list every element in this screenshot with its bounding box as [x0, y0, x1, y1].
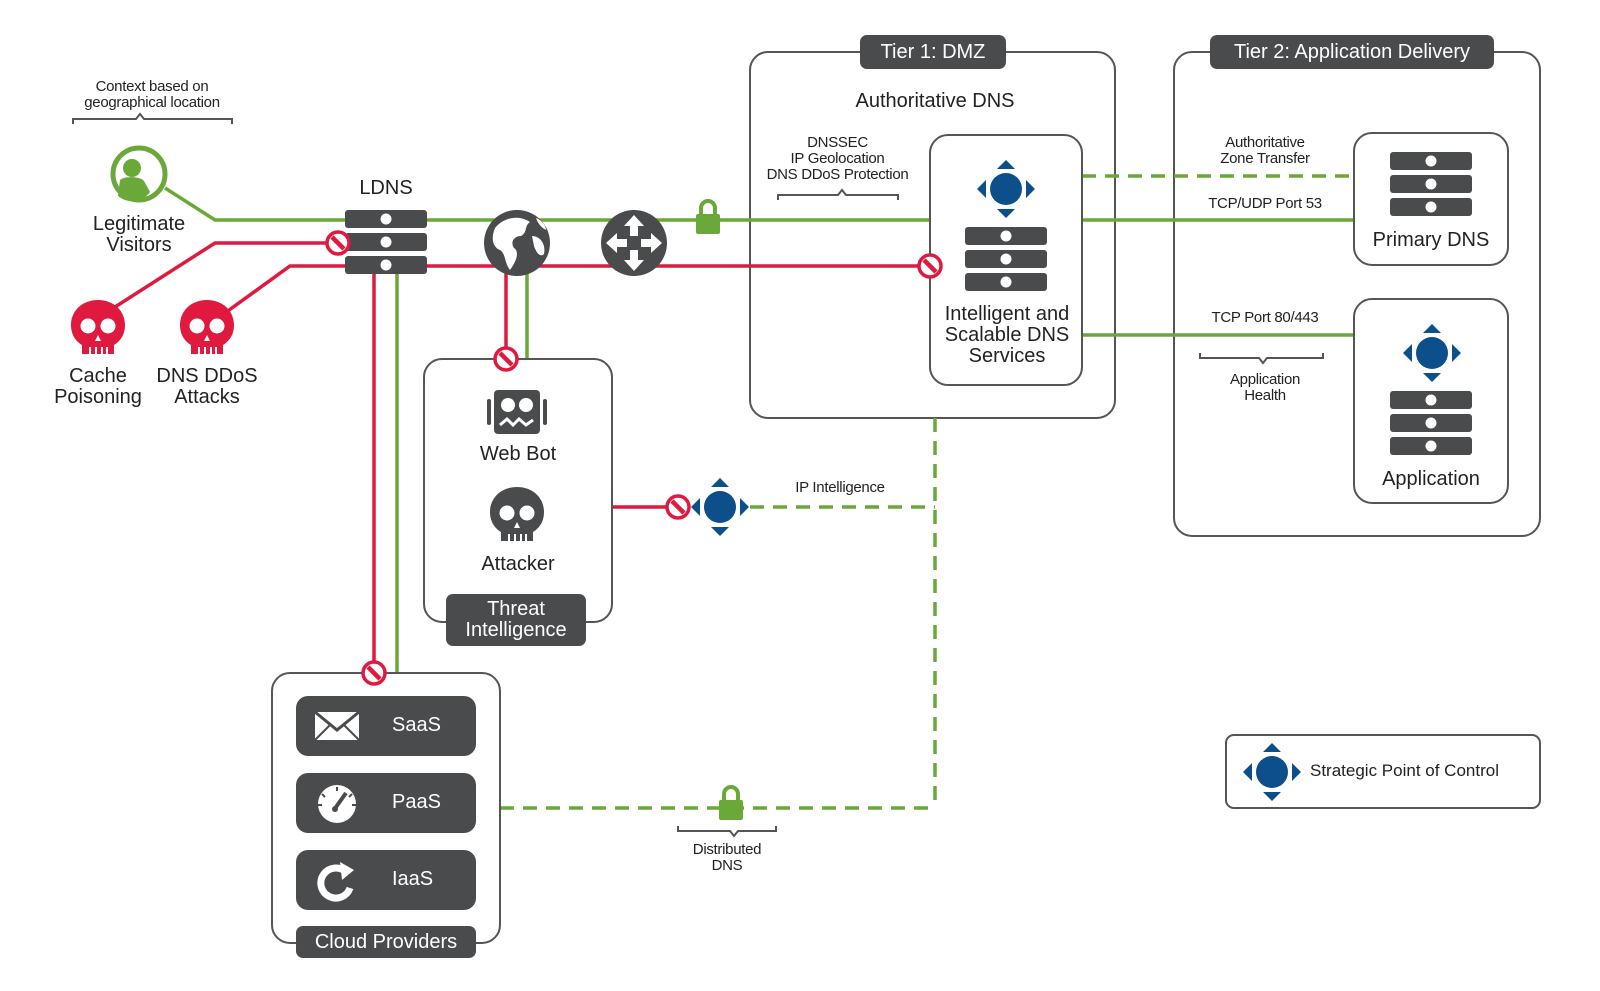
tier2-title-pill: Tier 2: Application Delivery	[1210, 35, 1494, 69]
dmz-features-bracket	[777, 188, 899, 200]
dmz-server-icon	[965, 227, 1047, 291]
threat-intelligence-pill: Threat Intelligence	[446, 594, 586, 646]
dmz-features-label: DNSSEC IP Geolocation DNS DDoS Protectio…	[766, 134, 909, 183]
ldns-server-icon	[345, 210, 427, 274]
dmz-lock-icon	[694, 199, 722, 236]
cache-poisoning-label: Cache Poisoning	[54, 365, 142, 408]
distributed-dns-bracket	[677, 826, 777, 838]
cloud-item-iaas: IaaS	[296, 850, 476, 910]
router-icon	[601, 210, 667, 276]
application-server-icon	[1390, 391, 1472, 455]
primary-dns-server-icon	[1390, 152, 1472, 216]
application-label: Application	[1382, 468, 1480, 490]
dns-services-label: Intelligent and Scalable DNS Services	[944, 303, 1070, 367]
legend-label: Strategic Point of Control	[1310, 761, 1499, 780]
ldns-block-icon	[327, 232, 349, 254]
attacker-label: Attacker	[481, 553, 555, 575]
context-note: Context based on geographical location	[84, 78, 220, 111]
cache-poisoning-skull-icon	[71, 300, 125, 354]
tier1-title-pill: Tier 1: DMZ	[860, 35, 1006, 69]
app-health-label: Application Health	[1229, 371, 1301, 404]
refresh-icon	[317, 862, 354, 902]
legit-traffic-lines	[164, 186, 1354, 672]
distributed-dns-lock-icon	[717, 785, 745, 822]
dns-ddos-skull-icon	[180, 300, 234, 354]
cloud-providers-pill: Cloud Providers	[296, 926, 476, 958]
dmz-block-icon	[919, 255, 941, 277]
ip-intelligence-label: IP Intelligence	[795, 479, 885, 496]
authoritative-dns-label: Authoritative DNS	[855, 90, 1015, 112]
globe-icon	[484, 210, 550, 276]
secure-dashed-lines	[500, 174, 1354, 810]
port53-label: TCP/UDP Port 53	[1208, 195, 1322, 212]
envelope-icon	[314, 710, 360, 741]
cloud-item-paas: PaaS	[296, 773, 476, 833]
context-bracket	[72, 112, 233, 124]
ip-intel-control-point-icon	[691, 478, 749, 536]
distributed-dns-label: Distributed DNS	[692, 841, 762, 874]
app-health-bracket	[1199, 353, 1324, 365]
web-bot-icon	[487, 390, 547, 434]
legend-box	[1225, 734, 1541, 809]
web-bot-label: Web Bot	[479, 443, 557, 465]
threat-block-icon	[495, 348, 517, 370]
legitimate-visitor-icon	[110, 145, 168, 203]
legitimate-visitors-label: Legitimate Visitors	[92, 213, 186, 256]
cloud-item-saas: SaaS	[296, 696, 476, 756]
ip-intel-block-icon	[667, 496, 689, 518]
ldns-label: LDNS	[359, 177, 413, 199]
port80-label: TCP Port 80/443	[1211, 309, 1319, 326]
primary-dns-label: Primary DNS	[1372, 229, 1490, 251]
speedometer-icon	[318, 785, 356, 823]
cloud-block-icon	[363, 662, 385, 684]
zone-transfer-label: Authoritative Zone Transfer	[1220, 134, 1310, 167]
dns-ddos-label: DNS DDoS Attacks	[156, 365, 258, 408]
